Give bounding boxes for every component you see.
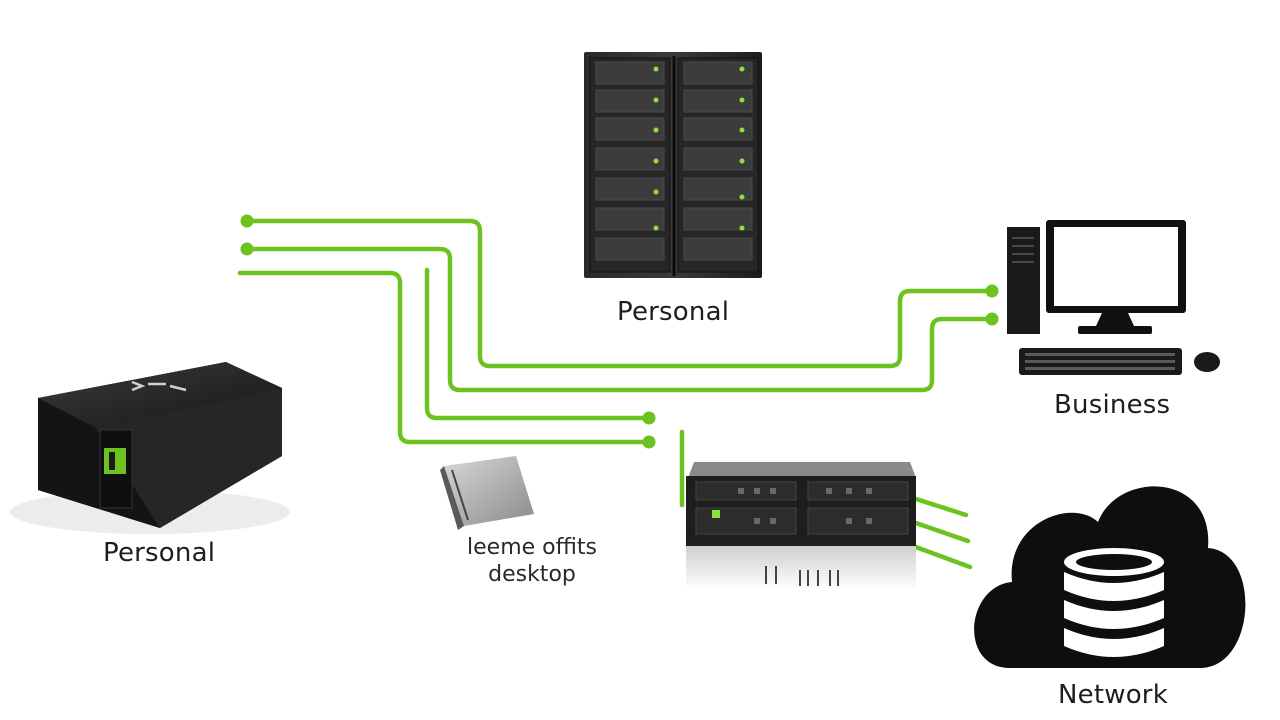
connector-endpoint: [642, 411, 656, 425]
connector-line: [237, 270, 652, 445]
connector-endpoint: [985, 312, 999, 326]
connector-line: [244, 218, 995, 369]
cloud-database-icon: [974, 486, 1246, 668]
desktop-drive-label: leeme offits desktop: [462, 534, 602, 588]
nas-box-label: Personal: [103, 538, 216, 568]
server-rack-icon: [584, 52, 762, 278]
connector-line: [910, 519, 971, 544]
connector-endpoints: [240, 214, 999, 449]
connector-line: [424, 267, 652, 421]
connector-endpoint: [985, 284, 999, 298]
connector-lines: [237, 218, 995, 570]
connector-line: [244, 246, 995, 393]
workstation-label: Business: [1054, 390, 1171, 420]
connector-line: [910, 495, 969, 518]
desktop-drive-label-line2: desktop: [488, 562, 576, 587]
connector-line: [910, 543, 973, 570]
nas-box-icon: [10, 362, 290, 534]
server-rack-label: Personal: [617, 297, 730, 327]
connector-endpoint: [240, 242, 254, 256]
desktop-drive-label-line1: leeme offits: [467, 535, 597, 560]
cloud-storage-label: Network: [1058, 680, 1168, 710]
rack-switch-icon: [686, 462, 916, 590]
connector-endpoint: [240, 214, 254, 228]
external-drive-icon: [440, 456, 534, 530]
desktop-computer-icon: [1007, 220, 1220, 375]
connector-endpoint: [642, 435, 656, 449]
